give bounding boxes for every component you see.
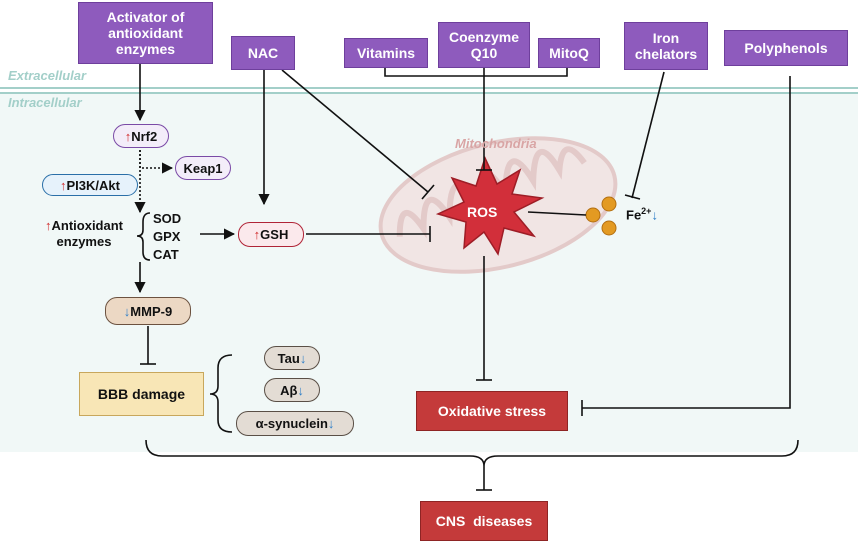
gsh-label: GSH [260, 227, 289, 242]
abeta-label: Aβ [280, 382, 298, 398]
ros-label: ROS [467, 204, 498, 220]
oxidative-stress-node: Oxidative stress [416, 391, 568, 431]
up-arrow-icon: ↑ [124, 128, 132, 144]
bbb-bracket [209, 354, 233, 433]
abeta-node: Aβ↓ [264, 378, 320, 402]
fe-node: Fe2+↓ [626, 206, 658, 222]
antioxidant-enzymes-node: ↑Antioxidant enzymes [30, 218, 138, 249]
down-arrow-icon: ↓ [327, 416, 335, 431]
iron-dot [601, 196, 617, 212]
up-arrow-icon: ↑ [45, 218, 52, 233]
nrf2-label: Nrf2 [131, 128, 158, 144]
fe-charge: 2+ [641, 206, 652, 216]
link-fe-ros [527, 211, 587, 216]
iron-dot [585, 207, 601, 223]
nrf2-node: ↑Nrf2 [113, 124, 169, 148]
iron-chelators-box: Iron chelators [624, 22, 708, 70]
antioxidant-enzymes-label: Antioxidant enzymes [51, 218, 124, 249]
enzyme-cat: CAT [153, 247, 179, 262]
down-arrow-icon: ↓ [297, 382, 304, 398]
enzymes-bracket [136, 212, 151, 261]
fe-label: Fe [626, 207, 642, 223]
inhibit-chelators-fe [631, 71, 665, 199]
tau-label: Tau [277, 350, 300, 366]
enzymes-list: SOD GPX CAT [153, 210, 181, 264]
vitamins-group-connector [384, 64, 568, 77]
mitochondria-label: Mitochondria [455, 136, 537, 151]
mmp9-node: ↓MMP-9 [105, 297, 191, 325]
activator-box: Activator of antioxidant enzymes [78, 2, 213, 64]
inhibit-nac-ros [281, 69, 429, 193]
ros-star [435, 155, 545, 256]
up-arrow-icon: ↑ [253, 227, 261, 242]
pi3k-label: PI3K/Akt [66, 177, 120, 193]
enzyme-gpx: GPX [153, 229, 181, 244]
down-arrow-icon: ↓ [299, 350, 307, 366]
down-arrow-icon: ↓ [651, 207, 658, 223]
nac-box: NAC [231, 36, 295, 70]
tau-node: Tau↓ [264, 346, 320, 370]
extracellular-label: Extracellular [8, 68, 87, 83]
inhibit-polyphenols-oxidative [582, 76, 791, 409]
cns-diseases-node: CNS diseases [420, 501, 548, 541]
mmp9-label: MMP-9 [130, 303, 173, 319]
keap1-node: Keap1 [175, 156, 231, 180]
vitamins-box: Vitamins [344, 38, 428, 68]
gsh-node: ↑GSH [238, 222, 304, 247]
iron-dot [601, 220, 617, 236]
down-arrow-icon: ↓ [123, 303, 131, 319]
bbb-damage-node: BBB damage [79, 372, 204, 416]
pi3k-node: ↑PI3K/Akt [42, 174, 138, 196]
enzyme-sod: SOD [153, 211, 182, 226]
up-arrow-icon: ↑ [60, 177, 67, 193]
intracellular-label: Intracellular [8, 95, 82, 110]
mitoq-box: MitoQ [538, 38, 600, 68]
asyn-label: α-synuclein [255, 416, 328, 431]
coq10-box: Coenzyme Q10 [438, 22, 530, 68]
polyphenols-box: Polyphenols [724, 30, 848, 66]
asyn-node: α-synuclein↓ [236, 411, 354, 436]
